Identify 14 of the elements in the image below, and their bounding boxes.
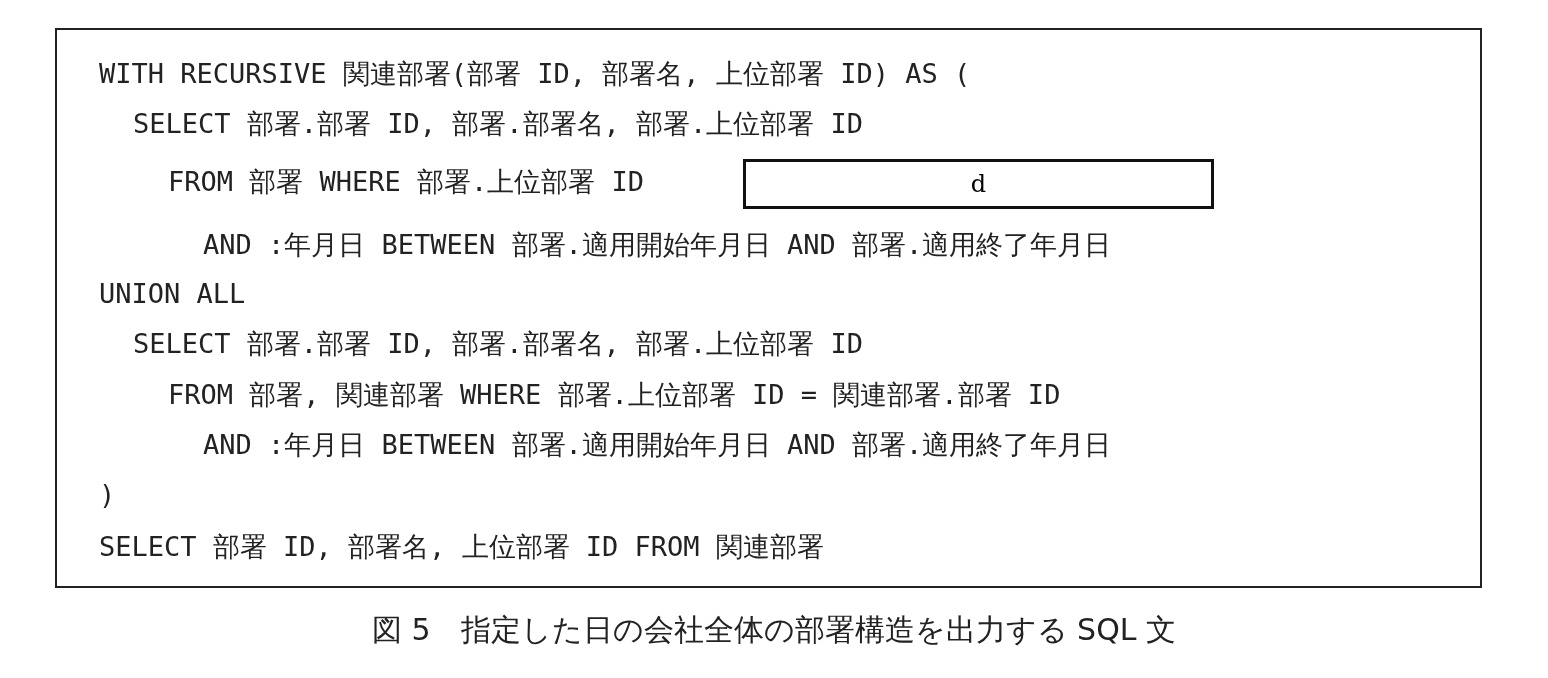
code-line: AND :年月日 BETWEEN 部署.適用開始年月日 AND 部署.適用終了年月日	[203, 228, 1112, 262]
code-line: FROM 部署, 関連部署 WHERE 部署.上位部署 ID = 関連部署.部署 ID	[168, 378, 1061, 412]
code-panel	[55, 28, 1482, 588]
code-line: SELECT 部署 ID, 部署名, 上位部署 ID FROM 関連部署	[99, 530, 824, 564]
figure-caption: 図 5 指定した日の会社全体の部署構造を出力する SQL 文	[370, 611, 1178, 649]
code-line: WITH RECURSIVE 関連部署(部署 ID, 部署名, 上位部署 ID) AS (	[99, 57, 971, 91]
code-line: AND :年月日 BETWEEN 部署.適用開始年月日 AND 部署.適用終了年月日	[203, 428, 1112, 462]
code-line: SELECT 部署.部署 ID, 部署.部署名, 部署.上位部署 ID	[133, 327, 864, 361]
code-line: )	[99, 478, 116, 512]
code-line: UNION ALL	[99, 277, 246, 311]
blank-label: d	[970, 170, 987, 198]
code-line: FROM 部署 WHERE 部署.上位部署 ID	[168, 165, 645, 199]
code-line: SELECT 部署.部署 ID, 部署.部署名, 部署.上位部署 ID	[133, 107, 864, 141]
blank-box	[743, 159, 1214, 209]
